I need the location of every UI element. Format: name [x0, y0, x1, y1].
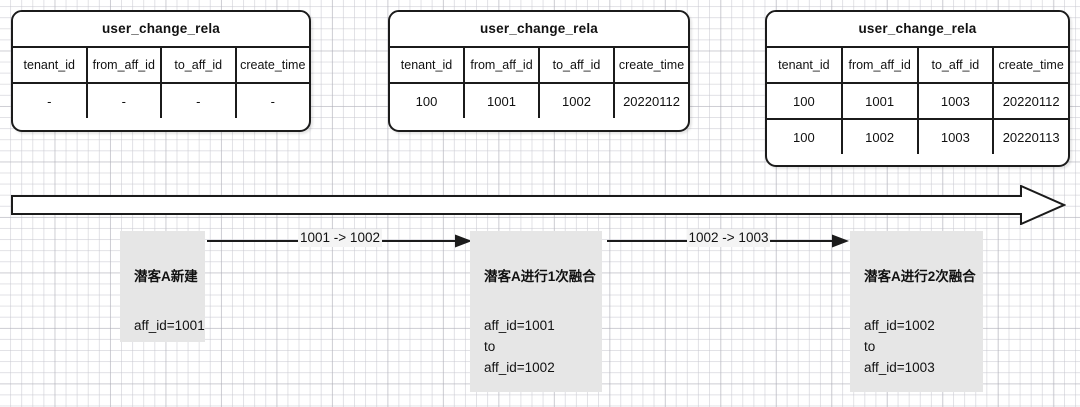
cell-create-time: 20220112 [623, 93, 680, 109]
column-header-from-aff-id: from_aff_id [843, 48, 919, 82]
stage-box-2: 潜客A进行1次融合 aff_id=1001 to aff_id=1002 [470, 231, 602, 392]
cell-to-aff-id: - [162, 84, 237, 118]
table-user-change-rela-1: user_change_rela tenant_id from_aff_id t… [11, 10, 311, 132]
cell-to-aff-id: 1003 [919, 120, 995, 154]
stage-detail-lines: aff_id=1002 to aff_id=1003 [864, 315, 975, 378]
table-row: 100 1001 1003 20220112 [767, 84, 1068, 120]
table-header-row: tenant_id from_aff_id to_aff_id create_t… [390, 48, 688, 84]
arrowhead-icon [455, 234, 472, 248]
stage-title: 潜客A进行1次融合 [484, 269, 596, 284]
table-title: user_change_rela [767, 12, 1068, 48]
table-title: user_change_rela [13, 12, 309, 48]
column-header-from-aff-id: from_aff_id [465, 48, 540, 82]
cell-from-aff-id: 1001 [843, 84, 919, 118]
stage-detail-line: aff_id=1002 [864, 318, 935, 333]
cell-tenant-id: - [13, 84, 88, 118]
table-row: 100 1002 1003 20220113 [767, 120, 1068, 154]
connector-label: 1002 -> 1003 [686, 229, 771, 247]
column-header-tenant-id: tenant_id [390, 48, 465, 82]
cell-tenant-id: 100 [390, 84, 465, 118]
arrowhead-icon [832, 234, 849, 248]
connector-2: 1002 -> 1003 [607, 229, 850, 256]
stage-detail-line: aff_id=1001 [134, 318, 205, 333]
stage-detail-line: aff_id=1002 [484, 360, 555, 375]
cell-create-time: - [270, 93, 275, 109]
stage-detail-line: aff_id=1001 [484, 318, 555, 333]
cell-to-aff-id: 1003 [919, 84, 995, 118]
table-row: - - - - [13, 84, 309, 118]
timeline-arrow-shape [11, 185, 1066, 225]
column-header-tenant-id: tenant_id [13, 48, 88, 82]
stage-title: 潜客A新建 [134, 269, 198, 284]
cell-to-aff-id: 1002 [540, 84, 615, 118]
table-header-row: tenant_id from_aff_id to_aff_id create_t… [767, 48, 1068, 84]
connector-label: 1001 -> 1002 [298, 229, 382, 247]
column-header-create-time: create_time [240, 58, 306, 72]
timeline-arrow [11, 185, 1066, 225]
column-header-to-aff-id: to_aff_id [919, 48, 995, 82]
cell-from-aff-id: 1001 [465, 84, 540, 118]
stage-detail-line: to [864, 339, 876, 354]
cell-create-time: 20220113 [1002, 129, 1060, 145]
table-user-change-rela-3: user_change_rela tenant_id from_aff_id t… [765, 10, 1070, 167]
stage-detail-line: to [484, 339, 496, 354]
cell-from-aff-id: 1002 [843, 120, 919, 154]
table-header-row: tenant_id from_aff_id to_aff_id create_t… [13, 48, 309, 84]
column-header-to-aff-id: to_aff_id [540, 48, 615, 82]
stage-detail-lines: aff_id=1001 [134, 315, 205, 336]
column-header-create-time: create_time [998, 58, 1064, 72]
cell-create-time: 20220112 [1002, 93, 1060, 109]
column-header-to-aff-id: to_aff_id [162, 48, 237, 82]
stage-title: 潜客A进行2次融合 [864, 269, 976, 284]
column-header-create-time: create_time [618, 58, 685, 72]
column-header-tenant-id: tenant_id [767, 48, 843, 82]
stage-box-3: 潜客A进行2次融合 aff_id=1002 to aff_id=1003 [850, 231, 983, 392]
stage-detail-lines: aff_id=1001 to aff_id=1002 [484, 315, 594, 378]
connector-1: 1001 -> 1002 [207, 229, 473, 256]
cell-from-aff-id: - [88, 84, 162, 118]
cell-tenant-id: 100 [767, 120, 843, 154]
stage-box-1: 潜客A新建 aff_id=1001 [120, 231, 205, 342]
stage-detail-line: aff_id=1003 [864, 360, 935, 375]
cell-tenant-id: 100 [767, 84, 843, 118]
table-title: user_change_rela [390, 12, 688, 48]
table-user-change-rela-2: user_change_rela tenant_id from_aff_id t… [388, 10, 690, 132]
column-header-from-aff-id: from_aff_id [88, 48, 162, 82]
table-row: 100 1001 1002 20220112 [390, 84, 688, 118]
